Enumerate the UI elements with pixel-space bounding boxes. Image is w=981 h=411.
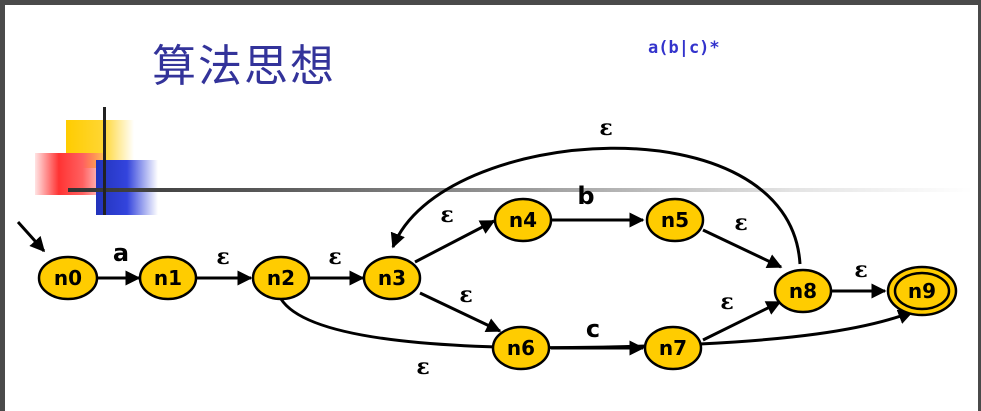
state-node-n1: n1 — [138, 255, 198, 301]
regex-label: a(b|c)* — [648, 38, 720, 58]
edge-start-n0 — [16, 220, 46, 253]
state-label-n4: n4 — [509, 208, 537, 232]
window-border-top — [0, 0, 981, 5]
edge-label-n2-n3: ε — [328, 244, 341, 270]
edge-n7-n8 — [702, 300, 782, 342]
decor-vertical-rule — [103, 107, 106, 215]
state-label-n3: n3 — [378, 266, 406, 290]
edge-n3-n6 — [419, 291, 502, 333]
edge-label-n8-n3-loop: ε — [599, 115, 612, 141]
edge-label-n3-n6: ε — [459, 282, 472, 308]
edge-label-n5-n8: ε — [734, 210, 747, 236]
edge-label-n4-n5: b — [577, 182, 594, 210]
state-label-n9: n9 — [908, 279, 936, 303]
state-label-n2: n2 — [267, 266, 295, 290]
state-node-n6: n6 — [491, 325, 551, 371]
state-label-n1: n1 — [154, 266, 182, 290]
edge-label-n8-n9: ε — [854, 257, 867, 283]
slide-title: 算法思想 — [152, 41, 336, 92]
state-node-n0: n0 — [37, 255, 99, 301]
state-label-n6: n6 — [507, 336, 535, 360]
edges — [16, 146, 914, 356]
edge-labels: a ε ε ε ε b c ε ε ε ε ε — [113, 115, 868, 380]
decor-horizontal-rule — [68, 188, 973, 192]
state-node-n4: n4 — [493, 197, 553, 243]
state-label-n5: n5 — [661, 208, 689, 232]
state-node-n2: n2 — [251, 255, 311, 301]
edge-n3-n4 — [414, 219, 496, 264]
window-border-left — [0, 0, 5, 411]
state-node-n3: n3 — [362, 255, 422, 301]
state-label-n8: n8 — [789, 279, 817, 303]
edge-label-n2-n9-bypass: ε — [416, 354, 429, 380]
edge-label-n3-n4: ε — [440, 202, 453, 228]
edge-label-n1-n2: ε — [216, 244, 229, 270]
edge-label-n7-n8: ε — [720, 289, 733, 315]
state-node-n7: n7 — [643, 325, 703, 371]
edge-n8-n3-loop — [390, 146, 802, 265]
decor-blue-square — [96, 160, 158, 215]
state-label-n7: n7 — [659, 336, 687, 360]
edge-label-n6-n7: c — [586, 315, 600, 343]
edge-label-n0-n1: a — [113, 239, 129, 267]
nodes: n0 n1 n2 n3 n4 n5 — [37, 197, 958, 371]
state-node-n8: n8 — [773, 268, 833, 314]
state-label-n0: n0 — [54, 266, 82, 290]
state-node-n9-accepting: n9 — [886, 265, 958, 317]
state-node-n5: n5 — [645, 197, 705, 243]
edge-n5-n8 — [702, 228, 783, 269]
window-border-right — [978, 0, 981, 411]
